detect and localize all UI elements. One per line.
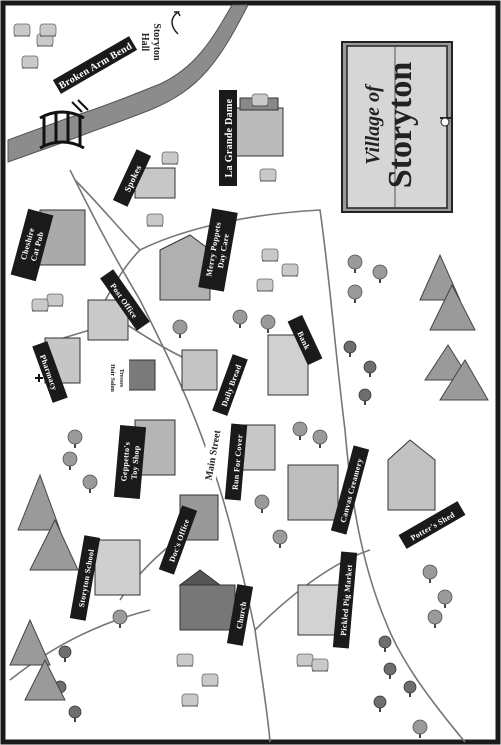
bridge-icon — [39, 99, 89, 150]
svg-text:Toy Shop: Toy Shop — [129, 445, 141, 480]
banner-run-for-cover: Run For Cover — [224, 423, 248, 501]
banner-bank: Bank — [287, 314, 323, 366]
banner-la-grande-dame: La Grande Dame — [219, 90, 237, 186]
svg-text:Hair Salon: Hair Salon — [109, 364, 115, 392]
svg-text:Tresses: Tresses — [118, 369, 124, 388]
storyton-hall-label: Storyton Hall — [139, 23, 162, 61]
mountain-icon — [9, 253, 489, 701]
svg-text:Geppetto's: Geppetto's — [119, 441, 131, 482]
svg-text:Hall: Hall — [139, 33, 150, 52]
banner-cheshire-cat-pub: Cheshire Cat Pub — [10, 208, 54, 282]
arrow-icon — [171, 11, 181, 35]
banner-merry-poppets: Merry Poppets Day Care — [198, 208, 238, 292]
banner-tresses: Tresses Hair Salon — [107, 356, 129, 400]
banner-pickled-pig-market: Pickled Pig Market — [332, 551, 358, 649]
map-title-line2: Storyton — [382, 62, 419, 189]
map-title-line1: Village of — [362, 83, 384, 165]
book-icon — [341, 41, 453, 213]
banner-geppettos: Geppetto's Toy Shop — [113, 425, 147, 499]
banner-church: Church — [226, 584, 254, 646]
svg-text:La Grande Dame: La Grande Dame — [224, 98, 235, 177]
svg-text:Storyton: Storyton — [151, 23, 162, 61]
